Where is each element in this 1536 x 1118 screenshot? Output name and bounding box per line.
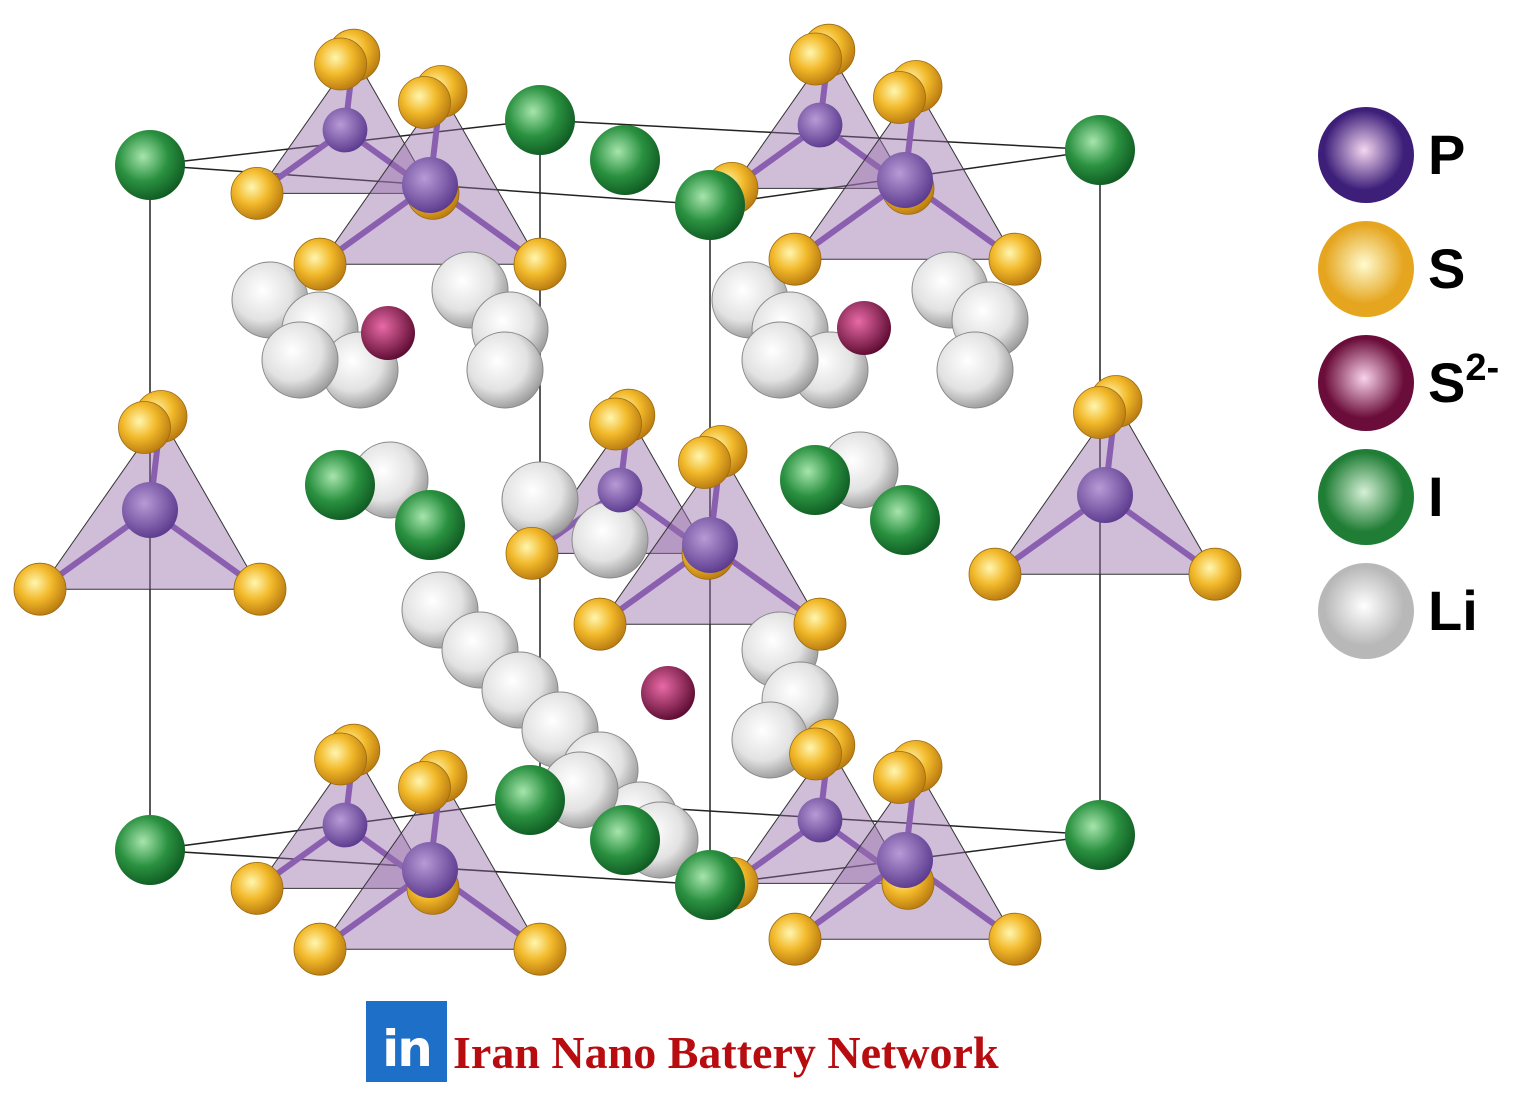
- s-atom: [513, 237, 567, 291]
- s-atom: [398, 761, 451, 814]
- charge-superscript: 2-: [1465, 347, 1500, 389]
- li-atom: [501, 461, 579, 539]
- p-atom: [122, 482, 178, 538]
- s-atom: [230, 166, 284, 220]
- watermark-text: Iran Nano Battery Network: [453, 1027, 999, 1078]
- s-atom: [293, 237, 347, 291]
- legend-label: S2-: [1428, 347, 1500, 414]
- i-atom: [495, 765, 565, 835]
- li-atom: [466, 331, 544, 409]
- legend-label: I: [1428, 465, 1444, 528]
- i-atom: [505, 85, 575, 155]
- p-atom: [1077, 467, 1133, 523]
- p-atom-swatch: [1318, 107, 1414, 203]
- i-atom: [305, 450, 375, 520]
- linkedin-logo-icon: in: [366, 1001, 447, 1082]
- s-atom: [968, 547, 1022, 601]
- s-atom: [293, 922, 347, 976]
- legend-label: P: [1428, 123, 1466, 186]
- legend-item-p: P: [1318, 98, 1499, 212]
- s-atom: [873, 71, 926, 124]
- s2-atom: [641, 666, 695, 720]
- legend-label: Li: [1428, 579, 1478, 642]
- s-atom: [768, 912, 822, 966]
- s-atom: [988, 912, 1042, 966]
- li-atom: [741, 321, 819, 399]
- i-atom: [395, 490, 465, 560]
- legend-label: S: [1428, 237, 1466, 300]
- s-atom: [1073, 386, 1126, 439]
- s-atom: [505, 526, 559, 580]
- s-atom: [314, 37, 368, 91]
- i-atom: [675, 170, 745, 240]
- p-atom: [877, 152, 933, 208]
- s-atom: [589, 397, 642, 451]
- p-atom: [597, 467, 643, 513]
- legend-item-li: Li: [1318, 554, 1499, 668]
- crystal-structure: [13, 23, 1242, 976]
- s-atom: [789, 32, 842, 86]
- s-atom: [233, 562, 287, 616]
- s-atom: [793, 597, 847, 651]
- s-atom: [513, 922, 567, 976]
- i-atom: [590, 805, 660, 875]
- s2-atom: [837, 301, 891, 355]
- p-atom: [797, 797, 843, 843]
- s-atom-swatch: [1318, 221, 1414, 317]
- li-atom: [261, 321, 339, 399]
- p-atom: [322, 802, 368, 848]
- atoms: [13, 23, 1242, 976]
- i-atom: [115, 130, 185, 200]
- s-atom: [873, 751, 926, 804]
- s-atom: [118, 401, 171, 454]
- i-atom: [590, 125, 660, 195]
- legend-item-i: I: [1318, 440, 1499, 554]
- i-atom-swatch: [1318, 449, 1414, 545]
- legend-item-s: S: [1318, 212, 1499, 326]
- s-atom: [13, 562, 67, 616]
- s2-atom-swatch: [1318, 335, 1414, 431]
- i-atom: [115, 815, 185, 885]
- s-atom: [1188, 547, 1242, 601]
- i-atom: [870, 485, 940, 555]
- p-atom: [402, 157, 458, 213]
- legend: P S S2- I Li: [1318, 98, 1499, 668]
- s2-atom: [361, 306, 415, 360]
- p-atom: [877, 832, 933, 888]
- s-atom: [398, 76, 451, 129]
- li-atom: [936, 331, 1014, 409]
- li-atom-swatch: [1318, 563, 1414, 659]
- i-atom: [780, 445, 850, 515]
- s-atom: [988, 232, 1042, 286]
- i-atom: [1065, 800, 1135, 870]
- watermark: in Iran Nano Battery Network: [366, 1001, 999, 1082]
- s-atom: [230, 861, 284, 915]
- i-atom: [1065, 115, 1135, 185]
- s-atom: [678, 436, 731, 489]
- p-atom: [322, 107, 368, 153]
- s-atom: [314, 732, 368, 786]
- s-atom: [768, 232, 822, 286]
- p-atom: [402, 842, 458, 898]
- i-atom: [675, 850, 745, 920]
- li-atom: [571, 501, 649, 579]
- p-atom: [682, 517, 738, 573]
- legend-item-s2-: S2-: [1318, 326, 1499, 440]
- s-atom: [789, 727, 842, 781]
- p-atom: [797, 102, 843, 148]
- s-atom: [573, 597, 627, 651]
